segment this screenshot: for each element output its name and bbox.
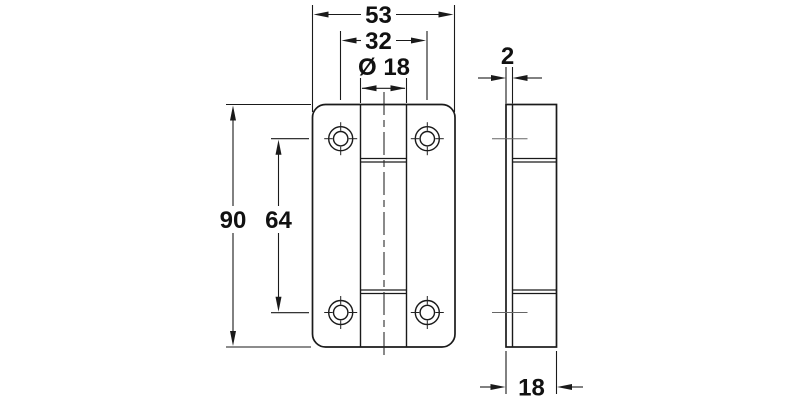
dim-label-64: 64 [265, 207, 292, 234]
arrowhead-right [390, 85, 406, 92]
arrowhead-left [361, 85, 377, 92]
dimension-plate-thickness: 2 [478, 43, 542, 104]
dimension-hole-pitch-vertical: 64 [265, 138, 309, 314]
dim-label-90: 90 [220, 207, 247, 234]
arrowhead-down [275, 296, 282, 312]
dim-label-18: 18 [518, 375, 545, 400]
dim-label-53: 53 [365, 2, 392, 29]
arrowhead-right [438, 11, 454, 18]
arrowhead-left [313, 11, 329, 18]
dimension-overall-height: 90 [220, 103, 311, 348]
arrowhead-right [411, 37, 426, 44]
dim-label-32: 32 [365, 28, 392, 55]
arrowhead-right [491, 75, 506, 81]
dimension-hole-pitch-horizontal: 32 [339, 28, 428, 100]
screw-hole-bottom-right [410, 296, 444, 329]
screw-hole-top-right [410, 122, 444, 156]
dim-label-diameter: Ø 18 [358, 54, 410, 81]
side-view [492, 103, 558, 348]
hole-inner-circle [419, 130, 436, 147]
side-outline [505, 103, 558, 348]
arrowhead-left [512, 75, 528, 81]
arrowhead-down [230, 331, 236, 346]
arrowhead-left [341, 37, 357, 44]
arrowhead-right [490, 384, 506, 390]
screw-hole-bottom-left [324, 296, 358, 329]
front-view [311, 92, 456, 357]
dim-label-2: 2 [501, 43, 514, 70]
hole-inner-circle [332, 130, 349, 147]
arrowhead-up [230, 105, 236, 121]
screw-hole-top-left [324, 122, 358, 156]
arrowhead-up [275, 139, 282, 155]
arrowhead-left [557, 384, 572, 390]
hinge-channel [359, 104, 408, 347]
hole-inner-circle [332, 304, 349, 321]
dimension-overall-width: 53 [311, 2, 456, 112]
hole-inner-circle [419, 304, 436, 321]
dimension-diameter: Ø 18 [358, 54, 410, 103]
dimension-overall-depth: 18 [480, 351, 583, 400]
